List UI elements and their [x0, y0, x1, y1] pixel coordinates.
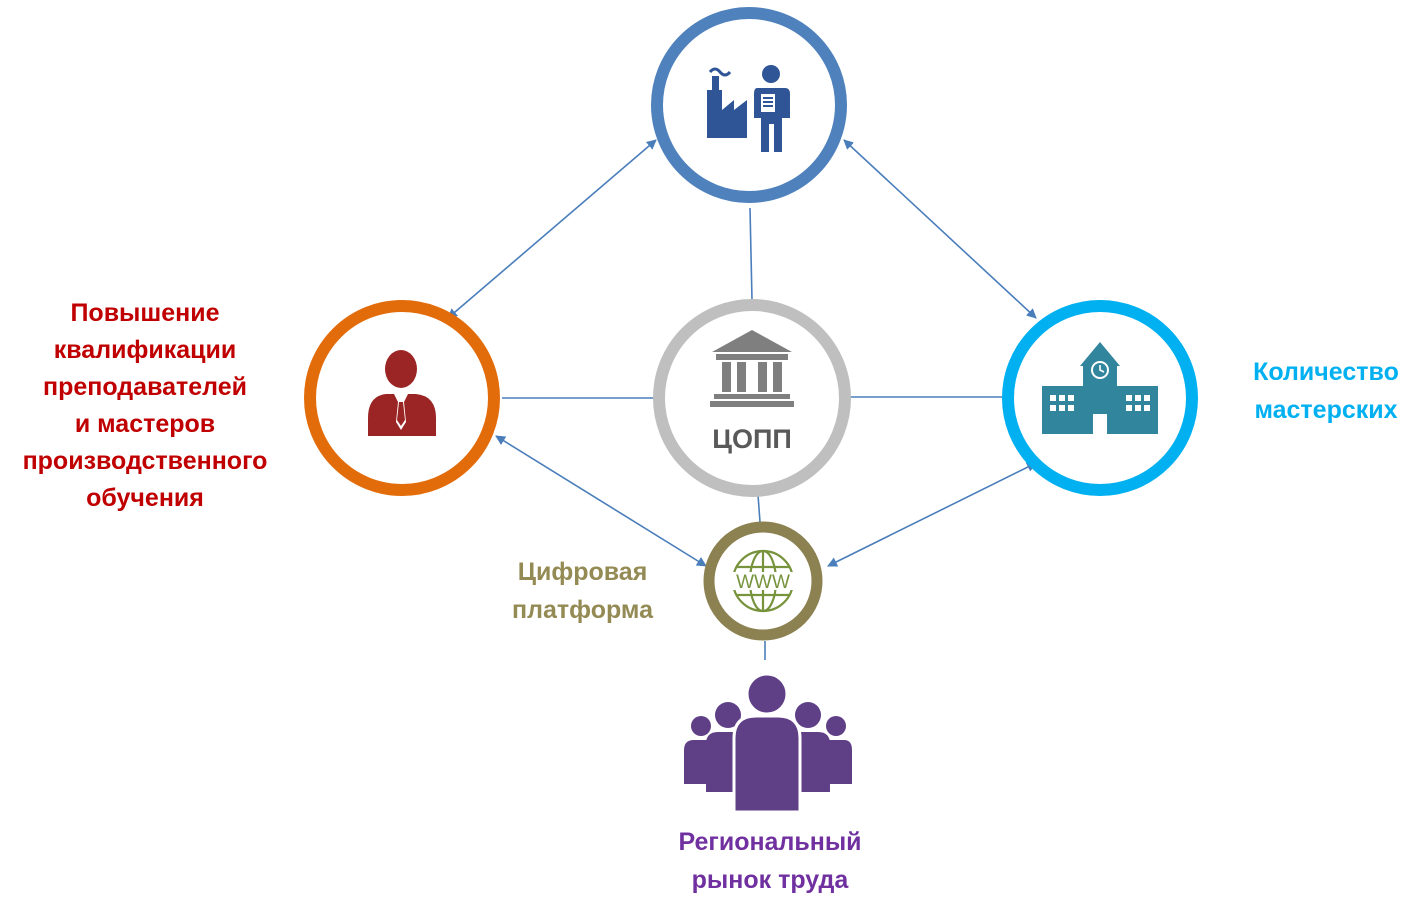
teachers-label-line: производственного [22, 447, 268, 475]
person-tie-icon [368, 350, 436, 436]
www-globe-icon: WWW [730, 549, 796, 613]
platform-label-line: Цифровая [517, 558, 648, 586]
arrow-workshops-platform [827, 462, 1037, 567]
teachers-label-line: обучения [86, 484, 204, 512]
workshops-label-line: мастерских [1254, 396, 1398, 424]
market-label: Региональный рынок труда [640, 823, 900, 899]
people-group-icon [684, 672, 852, 814]
employer-node [651, 7, 847, 203]
market-label-line: Региональный [678, 828, 862, 856]
svg-text:WWW: WWW [736, 572, 790, 593]
platform-node: WWW [703, 521, 823, 641]
teachers-label-line: Повышение [70, 299, 220, 327]
platform-label-line: платформа [512, 596, 653, 624]
connector-employer-copp [749, 207, 753, 301]
platform-label: Цифровая платформа [495, 553, 670, 629]
arrow-teachers-platform [495, 435, 707, 567]
workshops-label: Количество мастерских [1236, 353, 1411, 429]
workshops-label-line: Количество [1253, 358, 1399, 386]
workshops-node [1002, 300, 1198, 496]
connectors [447, 139, 1037, 660]
teachers-node [304, 300, 500, 496]
institution-building-icon [710, 330, 794, 407]
teachers-label-line: преподавателей [42, 373, 247, 401]
employer-ring [651, 7, 847, 203]
copp-title: ЦОПП [712, 424, 792, 454]
teachers-label-line: и мастеров [74, 410, 216, 438]
connector-copp-platform [757, 494, 761, 523]
school-building-icon [1042, 342, 1158, 434]
arrow-employer-teachers [447, 139, 657, 319]
market-label-line: рынок труда [691, 866, 849, 894]
arrow-employer-workshops [843, 139, 1037, 319]
teachers-label-line: квалификации [53, 336, 237, 364]
copp-node: ЦОПП [653, 299, 851, 497]
factory-businessman-icon [707, 65, 790, 152]
teachers-label: Повышение квалификации преподавателей и … [0, 295, 290, 517]
